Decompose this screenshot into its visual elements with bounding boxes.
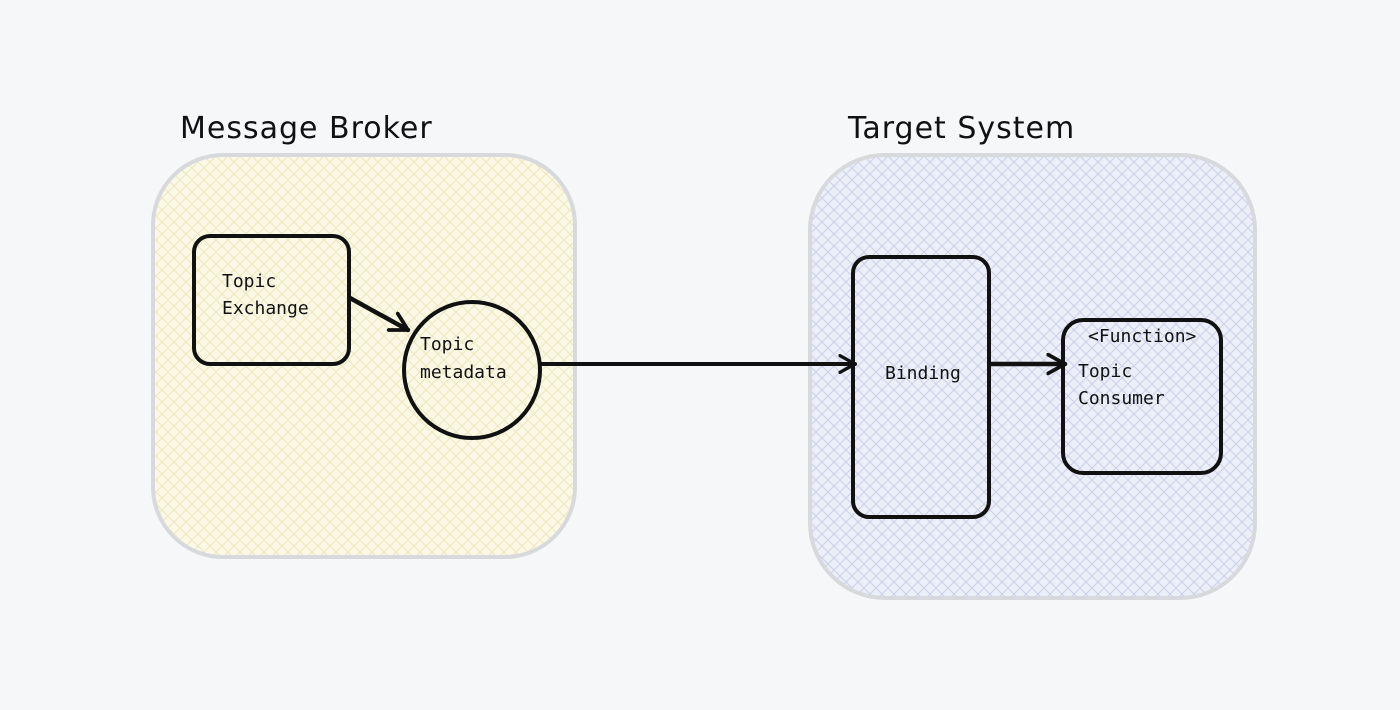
binding-label: Binding xyxy=(885,363,961,384)
topic-metadata-label-line1: Topic xyxy=(420,334,475,355)
topic-exchange-label-line1: Topic xyxy=(222,271,277,292)
topic-exchange-node xyxy=(192,234,351,366)
target-system-title: Target System xyxy=(848,111,1076,146)
binding-node xyxy=(851,255,991,519)
target-system-group xyxy=(808,153,1257,600)
topic-exchange-label-line2: Exchange xyxy=(222,298,309,319)
topic-consumer-stereotype: <Function> xyxy=(1088,326,1197,347)
topic-metadata-node xyxy=(402,300,542,440)
message-broker-group xyxy=(151,153,577,559)
topic-consumer-label-line1: Topic xyxy=(1078,361,1133,382)
topic-consumer-node xyxy=(1061,318,1223,475)
topic-metadata-label-line2: metadata xyxy=(420,362,507,383)
arrow-exchange-to-metadata xyxy=(347,295,411,333)
topic-consumer-label-line2: Consumer xyxy=(1078,388,1165,409)
message-broker-title: Message Broker xyxy=(180,111,433,146)
